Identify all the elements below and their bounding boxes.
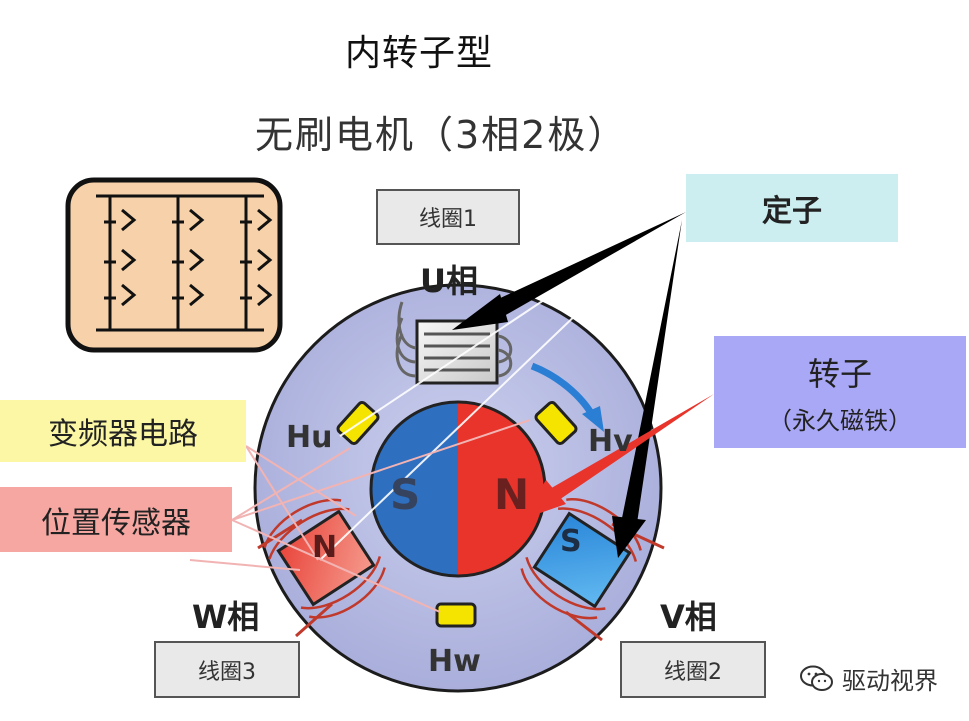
coil-w-pole-label: N xyxy=(312,530,338,565)
rotation-arrow xyxy=(530,362,604,432)
rotor-south-label: S xyxy=(390,470,421,519)
phase-u-label: U相 xyxy=(420,262,478,300)
rotor-callout-title: 转子 xyxy=(807,354,872,393)
hall-sensor-hv xyxy=(534,400,578,446)
rotor-callout: 转子 （永久磁铁） xyxy=(714,336,966,448)
rotor-arrow xyxy=(520,394,714,520)
wechat-icon xyxy=(800,665,833,691)
coil-v-pole-label: S xyxy=(560,524,582,559)
coil3-label: 线圈3 xyxy=(154,641,300,698)
coil-u xyxy=(395,301,513,385)
coil2-label: 线圈2 xyxy=(620,641,766,698)
stator-arrow-u xyxy=(452,212,686,330)
watermark: 驱动视界 xyxy=(800,661,938,696)
hall-sensor-hw xyxy=(435,602,477,628)
hall-hv-label: Hv xyxy=(588,424,633,459)
diagram-title: 内转子型 xyxy=(345,33,494,74)
rotor-north-label: N xyxy=(494,470,530,519)
rotor-callout-note: （永久磁铁） xyxy=(768,406,912,435)
hall-hu-label: Hu xyxy=(286,420,333,455)
phase-v-label: V相 xyxy=(660,598,717,636)
stator-callout: 定子 xyxy=(686,174,898,242)
stator-arrow-v xyxy=(612,220,682,558)
diagram-subtitle: 无刷电机（3相2极） xyxy=(255,113,628,157)
position-sensor-callout: 位置传感器 xyxy=(0,487,232,552)
hall-hw-label: Hw xyxy=(428,644,481,679)
watermark-text: 驱动视界 xyxy=(842,667,938,695)
inverter-circuit-icon xyxy=(65,177,283,353)
coil1-label: 线圈1 xyxy=(376,189,520,245)
coil-v xyxy=(520,498,642,620)
inverter-callout: 变频器电路 xyxy=(0,400,246,462)
phase-w-label: W相 xyxy=(192,598,260,636)
